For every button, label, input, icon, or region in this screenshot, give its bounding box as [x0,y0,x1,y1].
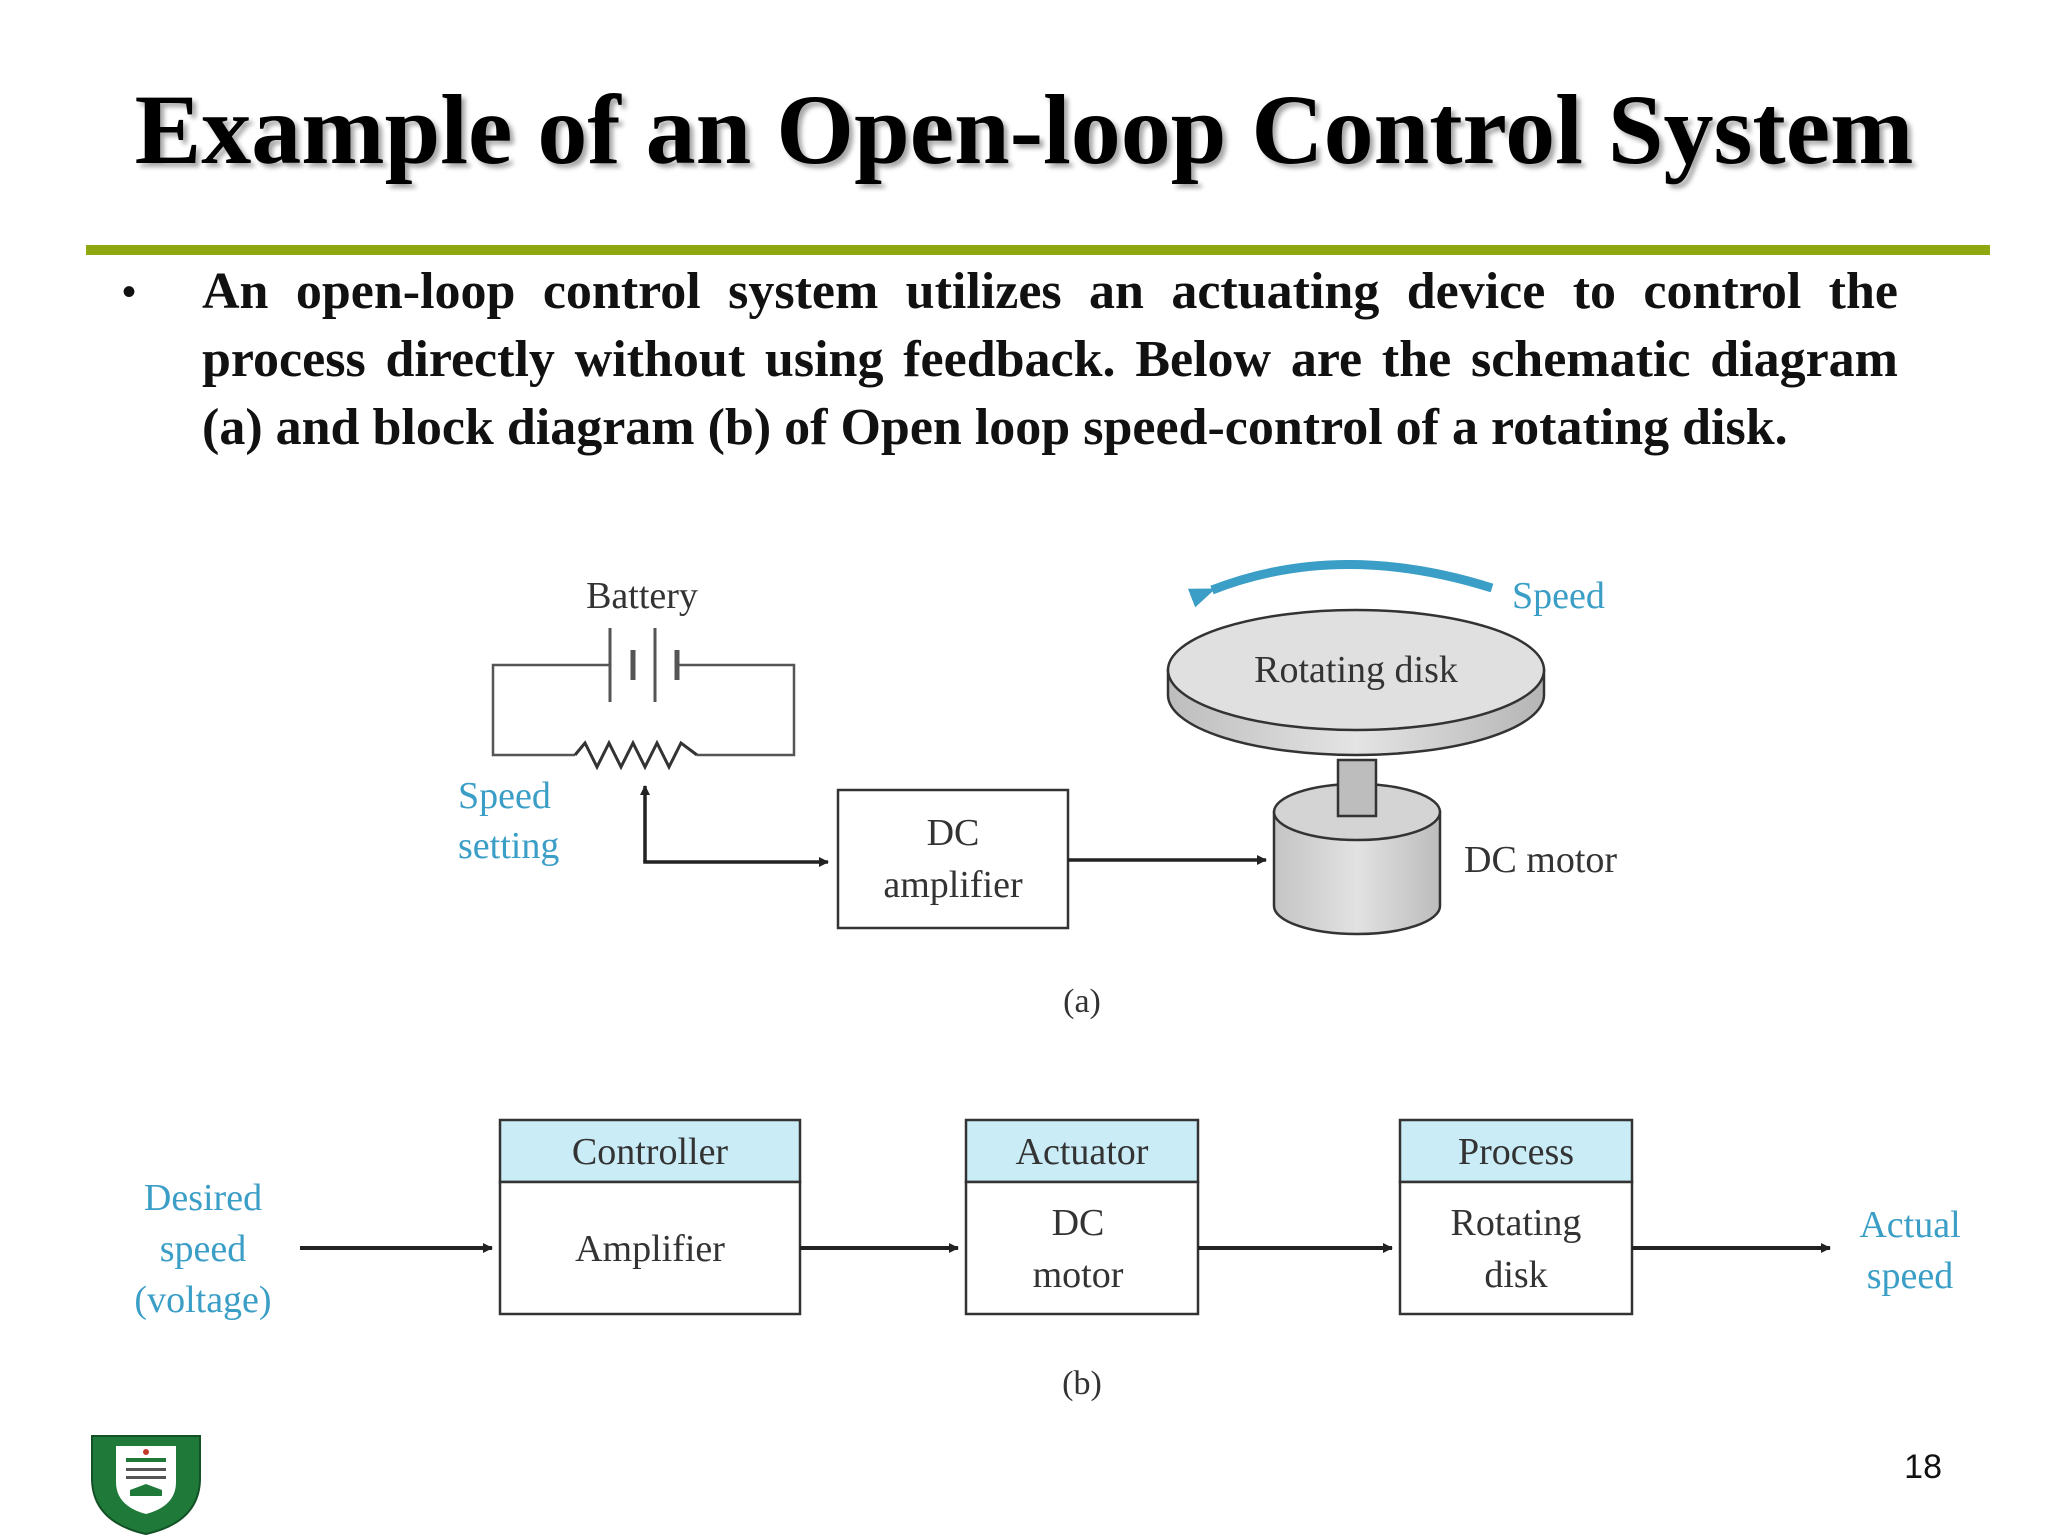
dc-amplifier-box [836,788,1070,930]
bullet-text: An open-loop control system utilizes an … [202,263,1898,456]
output-label-line2: speed [1867,1255,1954,1297]
block-caption: (b) [1062,1365,1102,1402]
controller-body: Amplifier [575,1228,725,1270]
slide-title: Example of an Open-loop Control System [134,74,1914,185]
speed-setting-label-line1: Speed [458,775,551,817]
input-label-line3: (voltage) [134,1279,271,1321]
dc-motor-icon [1272,758,1442,936]
schematic-diagram: Battery Speed setting DC amplifier [458,560,1617,1020]
process-body-line2: disk [1484,1254,1547,1296]
rotating-disk-icon [1166,608,1546,757]
actuator-block [964,1118,1200,1316]
speed-setting-label-line2: setting [458,825,559,867]
schematic-caption: (a) [1063,983,1101,1020]
rotating-disk-label: Rotating disk [1254,649,1458,691]
actuator-body-line1: DC [1052,1202,1105,1244]
process-header: Process [1458,1131,1574,1173]
potentiometer-icon [573,739,698,771]
input-label-line2: speed [160,1228,247,1270]
battery-icon [491,628,796,757]
input-label-line1: Desired [144,1177,262,1219]
controller-block [498,1118,802,1316]
battery-label: Battery [586,575,698,617]
actuator-header: Actuator [1016,1131,1149,1173]
dc-amplifier-label-line1: DC [927,812,980,854]
output-label-line1: Actual [1859,1204,1960,1246]
wire-to-amplifier [643,857,829,867]
speed-label: Speed [1512,575,1605,617]
block-diagram: Desired speed (voltage) Controller Ampli… [134,1118,1961,1402]
dc-amplifier-label-line2: amplifier [883,864,1023,906]
actuator-body-line2: motor [1033,1254,1124,1296]
dc-motor-label: DC motor [1464,839,1617,881]
bullet-marker: • [122,270,137,314]
speed-arrow-icon [1187,560,1494,608]
process-body-line1: Rotating [1451,1202,1582,1244]
controller-header: Controller [572,1131,729,1173]
process-block [1398,1118,1634,1316]
title-divider [86,245,1990,255]
page-number: 18 [1904,1448,1942,1486]
university-logo [91,1435,201,1536]
